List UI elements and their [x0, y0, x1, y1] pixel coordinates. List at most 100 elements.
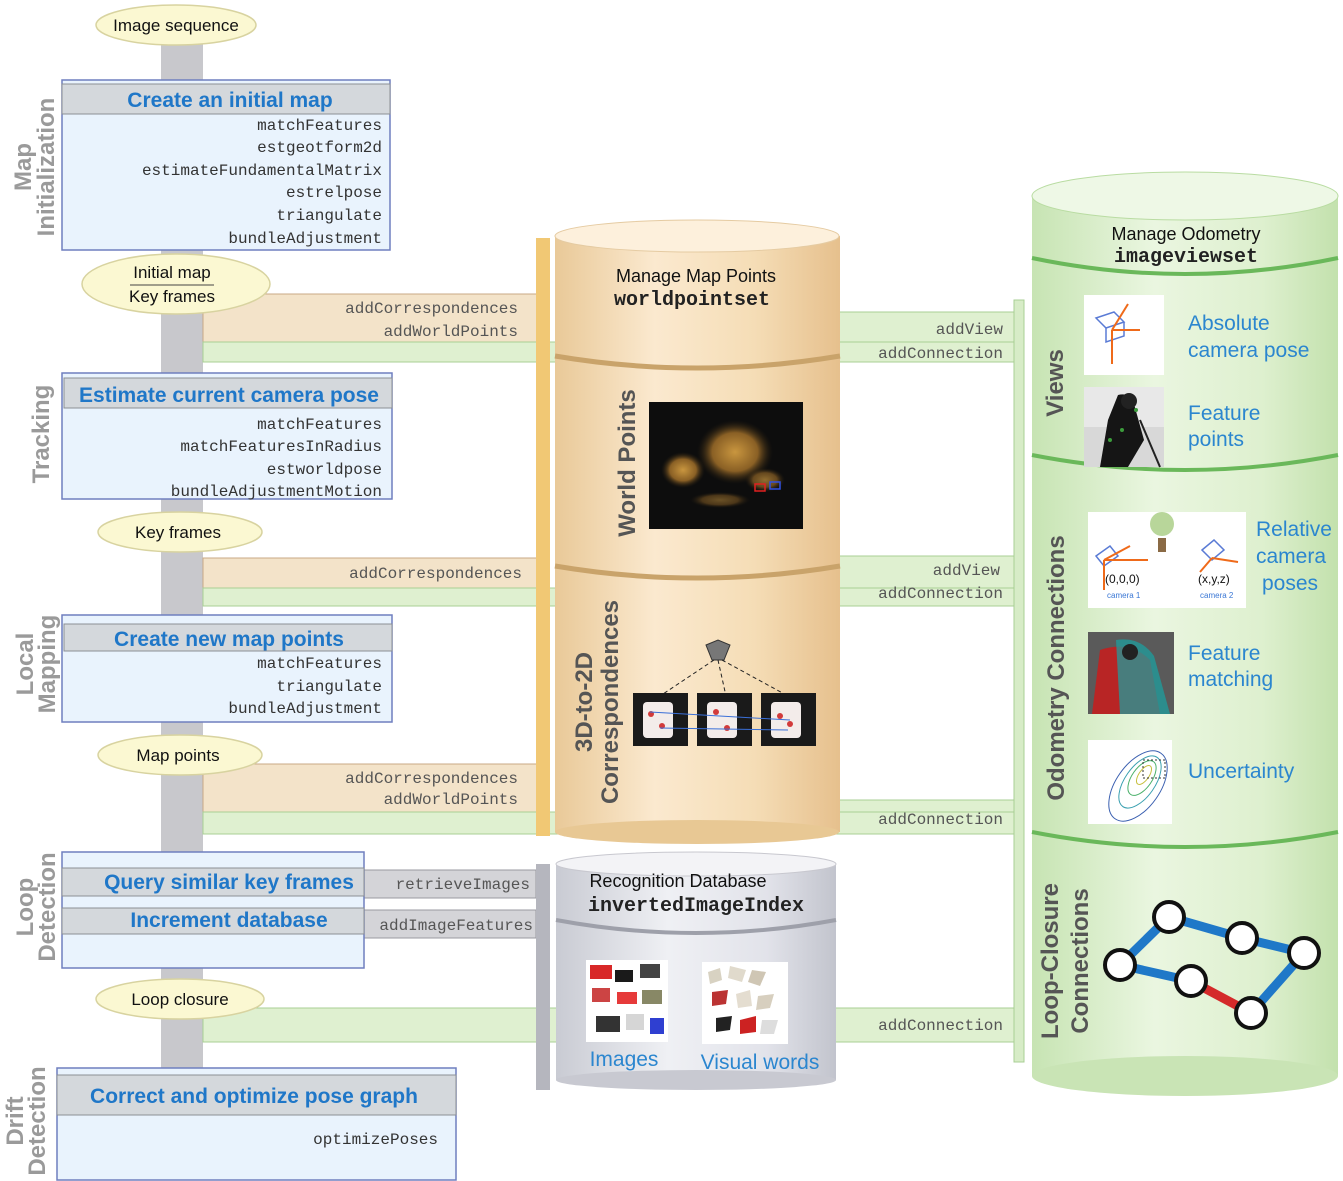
svg-text:estrelpose: estrelpose	[286, 184, 382, 202]
stage-tracking: Tracking	[28, 385, 55, 484]
stage-local: Local	[12, 633, 39, 696]
section-odometry-connections: Odometry Connections	[1043, 535, 1070, 800]
absolute-camera-pose-icon	[1084, 295, 1164, 375]
section-loop-closure-1: Loop-Closure	[1037, 883, 1064, 1039]
views-item-absolute: Absolute	[1188, 312, 1270, 335]
map-points-database-cylinder: Manage Map Points worldpointset World Po…	[554, 219, 841, 844]
odometry-title: Manage Odometry	[1111, 224, 1260, 244]
images-thumbnail	[586, 960, 668, 1042]
svg-text:camera 1: camera 1	[1107, 591, 1141, 600]
odometry-item-uncertainty: Uncertainty	[1188, 760, 1295, 783]
recognition-title: Recognition Database	[589, 871, 766, 891]
oval-image-sequence: Image sequence	[95, 4, 257, 46]
fn-retrieve-images: retrieveImages	[396, 876, 530, 894]
connector-labels: addCorrespondences addWorldPoints addVie…	[345, 300, 1003, 1035]
fn-add-correspondences: addCorrespondences	[345, 770, 518, 788]
loop-closure-graph	[1103, 900, 1321, 1030]
svg-text:(0,0,0): (0,0,0)	[1105, 572, 1140, 586]
svg-text:Key frames: Key frames	[135, 523, 221, 542]
fn-add-world-points: addWorldPoints	[384, 323, 518, 341]
uncertainty-plot	[1088, 740, 1172, 824]
stage-mapping: Mapping	[34, 615, 61, 714]
odometry-item-matching: matching	[1188, 668, 1273, 691]
oval-initial-map-key-frames: Initial map Key frames	[81, 253, 271, 315]
images-label: Images	[590, 1048, 659, 1071]
stage-detection: Detection	[34, 852, 61, 961]
increment-database: Increment database	[130, 909, 327, 932]
svg-text:(x,y,z): (x,y,z)	[1198, 572, 1230, 586]
odometry-item-relative: Relative	[1256, 518, 1332, 541]
oval-key-frames: Key frames	[97, 511, 263, 553]
box-create-initial-map: Create an initial map matchFeatures estg…	[61, 79, 391, 251]
section-world-points: World Points	[614, 389, 641, 537]
section-loop-closure-2: Connections	[1067, 888, 1094, 1033]
recognition-class: invertedImageIndex	[588, 895, 804, 918]
odometry-class: imageviewset	[1114, 246, 1258, 269]
odometry-database-cylinder: Manage Odometry imageviewset Views Odome…	[1031, 171, 1339, 1096]
box-create-new-map-points: Create new map points matchFeatures tria…	[61, 614, 393, 723]
stage-map-initialization: Map	[10, 143, 37, 191]
map-points-access-bar	[536, 238, 550, 836]
odometry-item-feature: Feature	[1188, 642, 1260, 665]
svg-text:estimateFundamentalMatrix: estimateFundamentalMatrix	[142, 162, 382, 180]
svg-text:estworldpose: estworldpose	[267, 461, 382, 479]
box-title: Correct and optimize pose graph	[90, 1085, 418, 1108]
svg-text:Initial map: Initial map	[133, 263, 210, 282]
visual-words-label: Visual words	[701, 1051, 820, 1074]
box-loop-detection: Query similar key frames Increment datab…	[61, 851, 365, 969]
views-item-feature: Feature	[1188, 402, 1260, 425]
svg-text:triangulate: triangulate	[276, 678, 382, 696]
svg-text:Key frames: Key frames	[129, 287, 215, 306]
fn-add-view: addView	[936, 321, 1004, 339]
svg-text:bundleAdjustment: bundleAdjustment	[228, 700, 382, 718]
recognition-access-bar	[536, 864, 550, 1090]
feature-matching-image	[1088, 632, 1174, 714]
section-correspondences-1: 3D-to-2D	[571, 652, 598, 752]
views-item-camera-pose: camera pose	[1188, 339, 1309, 362]
odometry-access-bar	[1013, 299, 1025, 1063]
svg-text:matchFeatures: matchFeatures	[257, 655, 382, 673]
box-title: Create new map points	[114, 628, 344, 651]
odometry-item-camera: camera	[1256, 545, 1326, 568]
box-estimate-camera-pose: Estimate current camera pose matchFeatur…	[61, 372, 393, 501]
svg-text:estgeotform2d: estgeotform2d	[257, 139, 382, 157]
svg-text:Image sequence: Image sequence	[113, 16, 239, 35]
world-points-image	[649, 402, 803, 529]
svg-text:optimizePoses: optimizePoses	[313, 1131, 438, 1149]
svg-text:matchFeaturesInRadius: matchFeaturesInRadius	[180, 438, 382, 456]
svg-text:camera 2: camera 2	[1200, 591, 1234, 600]
fn-add-world-points: addWorldPoints	[384, 791, 518, 809]
fn-add-connection: addConnection	[878, 585, 1003, 603]
oval-loop-closure: Loop closure	[95, 978, 265, 1020]
stage-labels: Map Initialization Tracking Local Mappin…	[2, 98, 61, 1176]
fn-add-view: addView	[933, 562, 1001, 580]
stage-map-initialization-2: Initialization	[33, 98, 60, 237]
box-optimize-pose-graph: Correct and optimize pose graph optimize…	[56, 1067, 457, 1181]
svg-text:bundleAdjustment: bundleAdjustment	[228, 230, 382, 248]
recognition-database-cylinder: Recognition Database invertedImageIndex	[555, 851, 837, 1090]
svg-text:matchFeatures: matchFeatures	[257, 117, 382, 135]
box-title: Create an initial map	[127, 89, 332, 112]
svg-text:triangulate: triangulate	[276, 207, 382, 225]
svg-text:matchFeatures: matchFeatures	[257, 416, 382, 434]
fn-add-image-features: addImageFeatures	[379, 917, 533, 935]
correspondences-image	[633, 639, 816, 746]
stage-loop: Loop	[12, 878, 39, 937]
svg-text:Loop closure: Loop closure	[131, 990, 228, 1009]
views-item-points: points	[1188, 428, 1244, 451]
map-points-title: Manage Map Points	[616, 266, 776, 286]
query-similar-key-frames: Query similar key frames	[104, 871, 354, 894]
odometry-item-poses: poses	[1262, 572, 1318, 595]
section-correspondences-2: Correspondences	[597, 600, 624, 804]
svg-text:Map points: Map points	[136, 746, 219, 765]
fn-add-connection: addConnection	[878, 345, 1003, 363]
visual-words-thumbnail	[702, 962, 788, 1044]
stage-drift-detection: Detection	[24, 1066, 51, 1175]
fn-add-connection: addConnection	[878, 1017, 1003, 1035]
map-points-class: worldpointset	[614, 289, 770, 312]
svg-text:bundleAdjustmentMotion: bundleAdjustmentMotion	[171, 483, 382, 501]
fn-add-correspondences: addCorrespondences	[345, 300, 518, 318]
fn-add-correspondences: addCorrespondences	[349, 565, 522, 583]
